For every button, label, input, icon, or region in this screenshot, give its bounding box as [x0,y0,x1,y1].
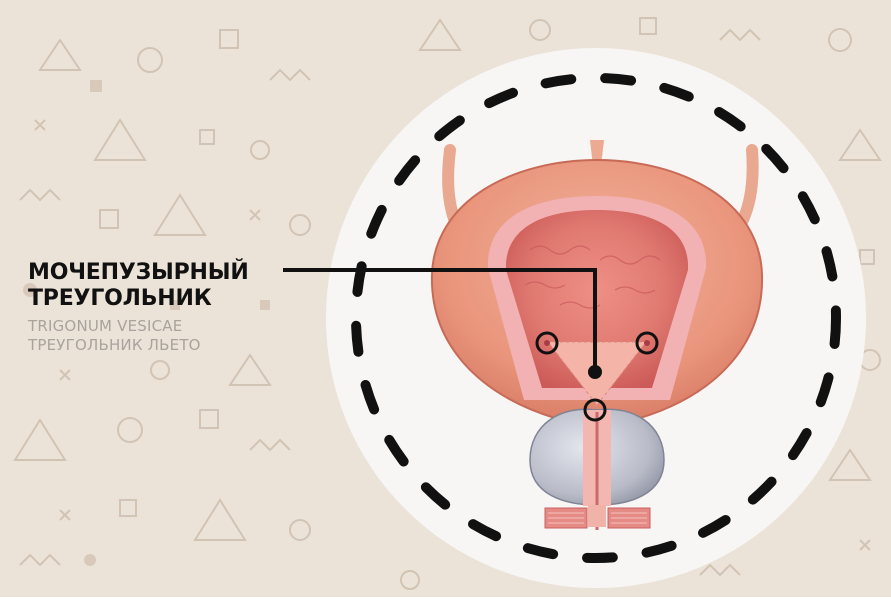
caption-synonym: ТРЕУГОЛЬНИК ЛЬЕТО [28,336,249,355]
caption-latin-name: TRIGONUM VESICAE [28,317,249,336]
caption-title-line-2: ТРЕУГОЛЬНИК [28,286,249,312]
prostate-illustration [530,400,664,530]
caption-title-line-1: МОЧЕПУЗЫРНЫЙ [28,260,249,286]
caption-block: МОЧЕПУЗЫРНЫЙ ТРЕУГОЛЬНИК TRIGONUM VESICA… [28,260,249,355]
pointer-dot [588,365,602,379]
